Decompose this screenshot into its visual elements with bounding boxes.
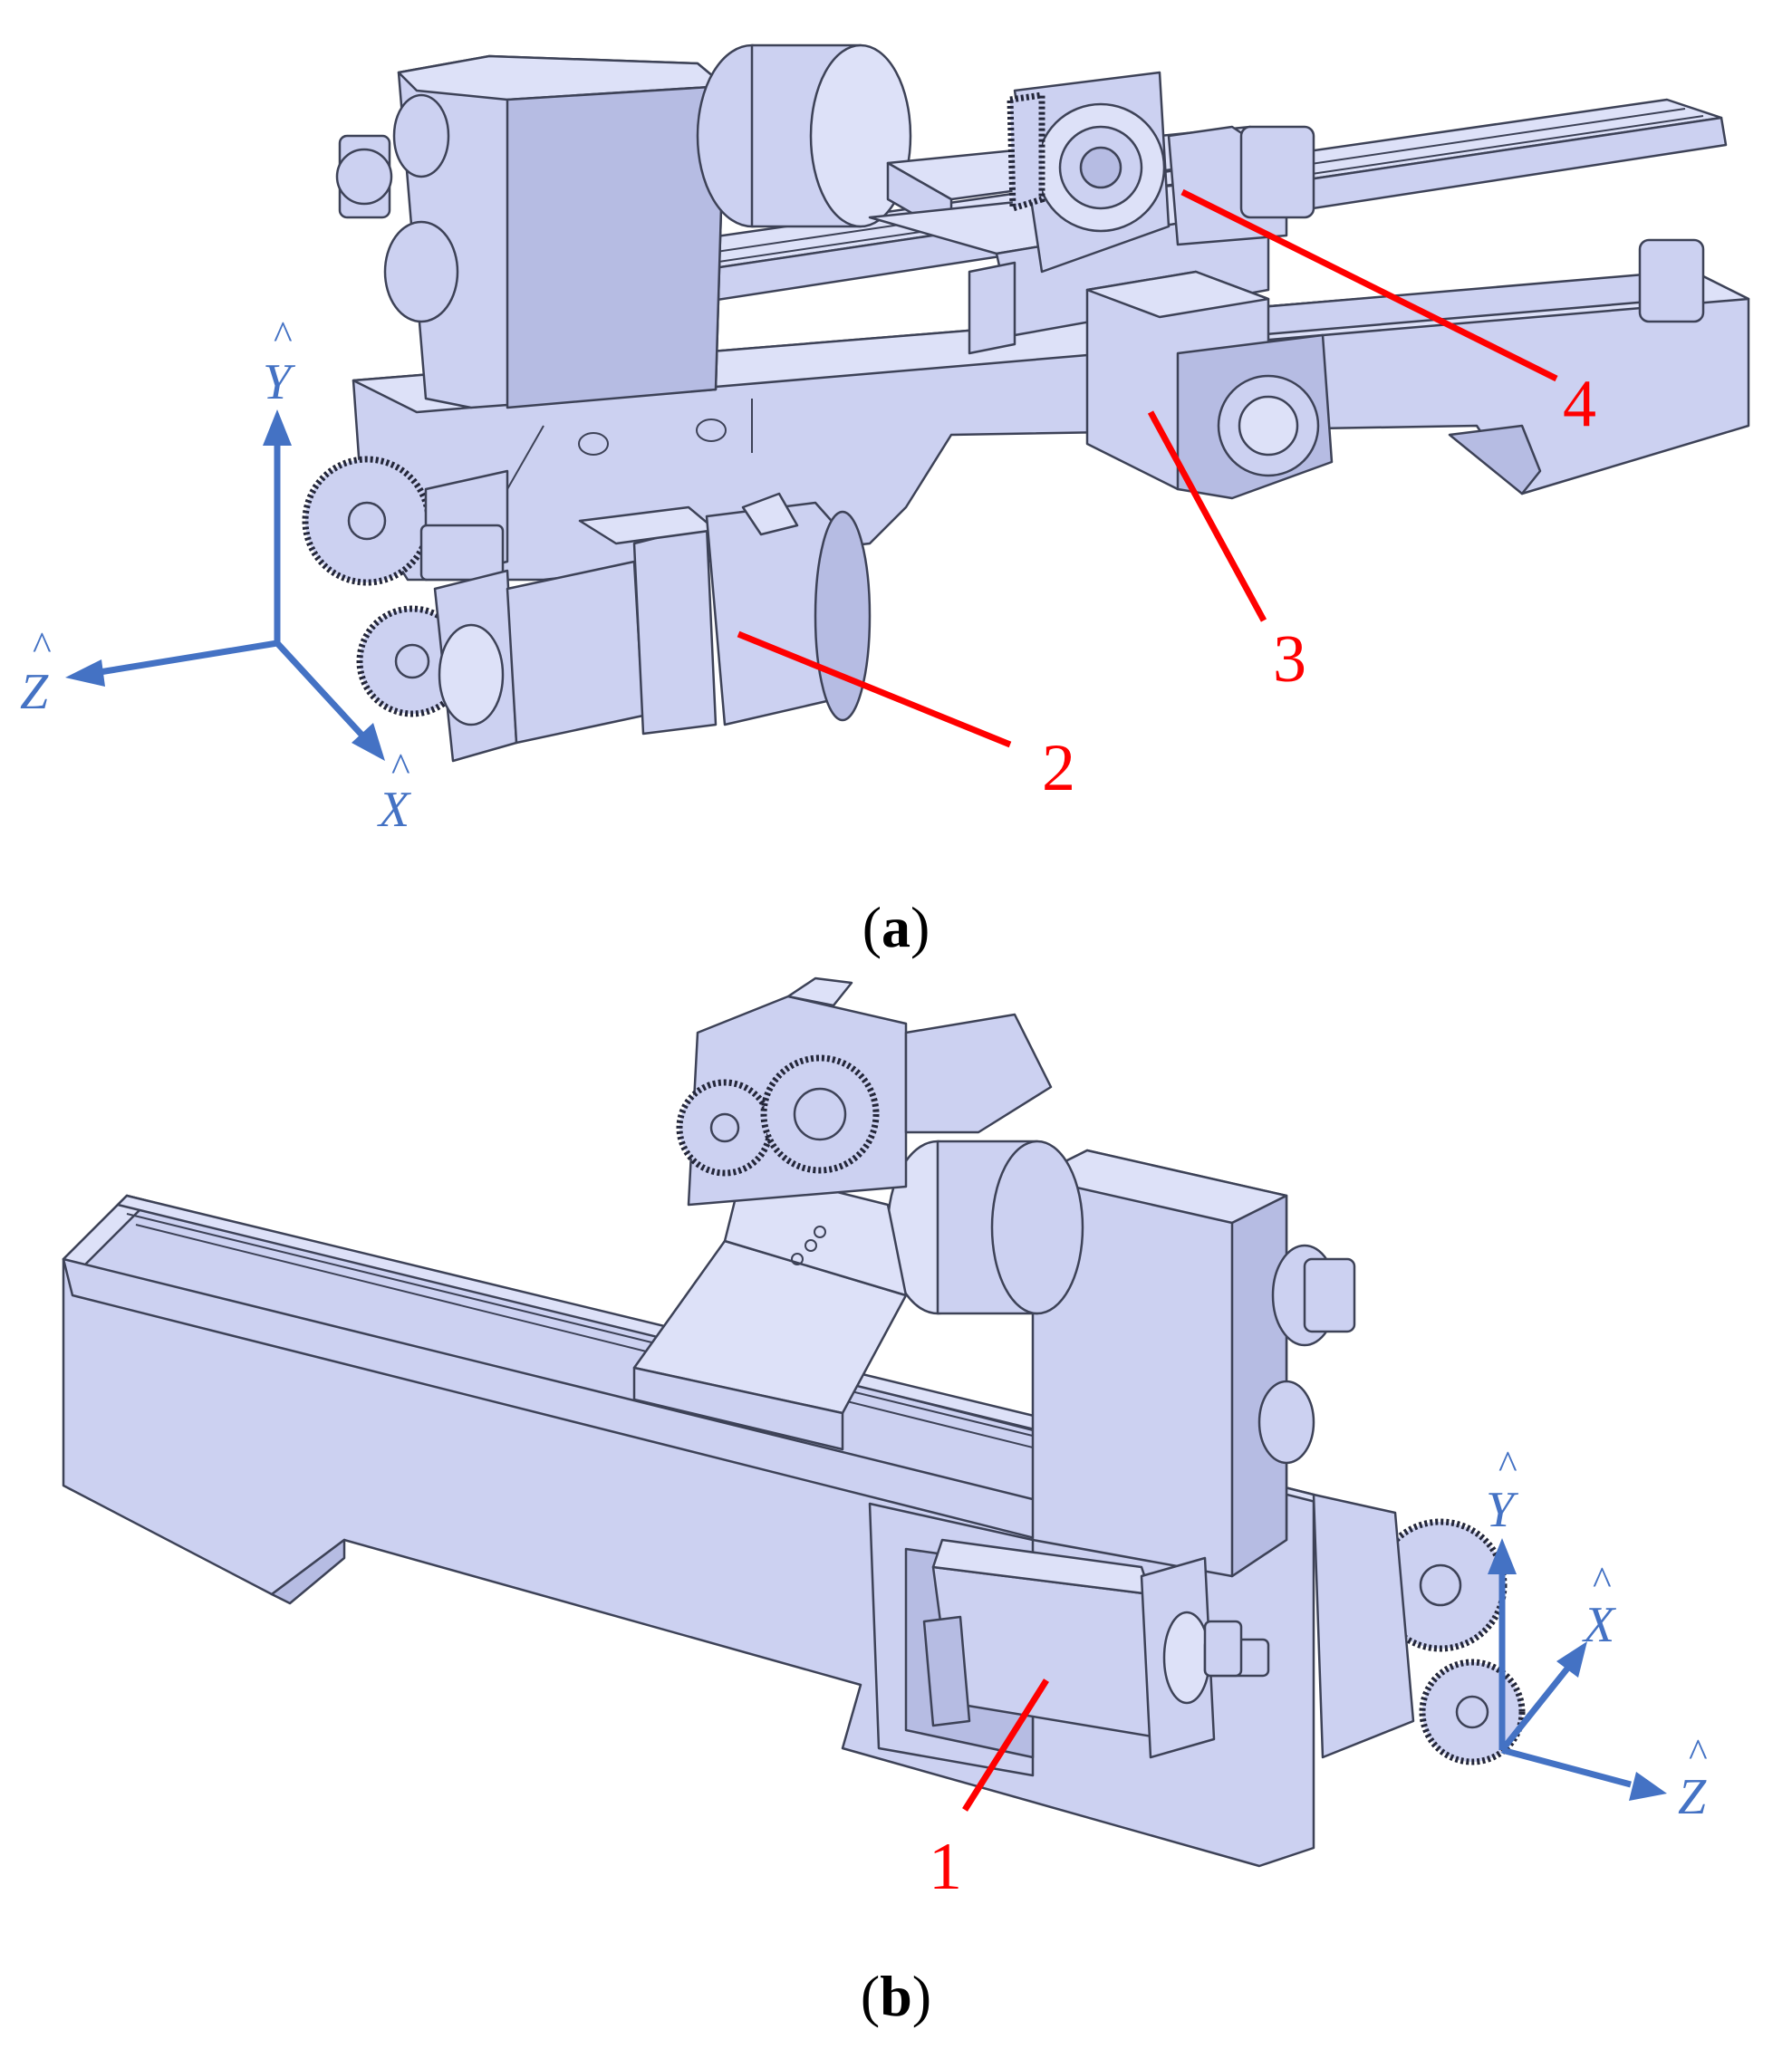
callout-label-1: 1: [929, 1830, 962, 1904]
panel-b: 1 ^ Y ^ X ^ Z (b): [62, 976, 1708, 2028]
panel-b-gears: [1312, 1493, 1526, 1765]
panel-a-spindle-motor: [419, 469, 872, 763]
axis-label-x: X: [1582, 1597, 1617, 1653]
panel-b-axes: ^ Y ^ X ^ Z: [1486, 1443, 1708, 1825]
axis-label-x-hat: ^: [391, 745, 410, 790]
panel-a-headstock: [335, 43, 912, 409]
axis-label-y-hat: ^: [274, 313, 293, 358]
panel-b-spindle-motor: [922, 1538, 1270, 1759]
panel-a-cross-motor: [1085, 270, 1334, 500]
panel-a-callouts: 2 3 4: [737, 188, 1596, 805]
caption-b: (b): [861, 1964, 931, 2028]
leader-line-2: [737, 630, 1012, 748]
axis-label-z-hat: ^: [33, 624, 52, 668]
leader-line-1: [962, 1678, 1049, 1812]
panel-a-gears: [302, 456, 468, 717]
panel-b-callouts: 1: [929, 1678, 1049, 1904]
axis-label-z-hat: ^: [1689, 1731, 1708, 1775]
panel-a-axes: ^ Y ^ Z ^ X: [20, 313, 412, 838]
callout-label-4: 4: [1563, 367, 1596, 441]
axis-label-x-hat: ^: [1593, 1559, 1612, 1603]
axis-label-y: Y: [263, 354, 296, 410]
caption-a: (a): [862, 895, 930, 959]
callout-label-3: 3: [1273, 622, 1306, 697]
leader-line-3: [1147, 410, 1267, 622]
axis-label-y: Y: [1486, 1482, 1519, 1538]
panel-b-carriage: [632, 1167, 908, 1451]
leader-line-4: [1180, 188, 1558, 382]
axis-label-y-hat: ^: [1498, 1443, 1517, 1487]
callout-label-2: 2: [1042, 731, 1075, 805]
panel-a-tool-motor: [1007, 71, 1315, 274]
panel-b-headstock: [886, 1140, 1356, 1578]
panel-a: 2 3 4 ^ Y ^ Z ^ X (a): [20, 43, 1750, 959]
panel-b-tool-motor: [676, 976, 1053, 1207]
axis-label-z: Z: [1678, 1769, 1707, 1825]
axis-label-z: Z: [20, 664, 49, 720]
axis-label-x: X: [377, 782, 412, 838]
